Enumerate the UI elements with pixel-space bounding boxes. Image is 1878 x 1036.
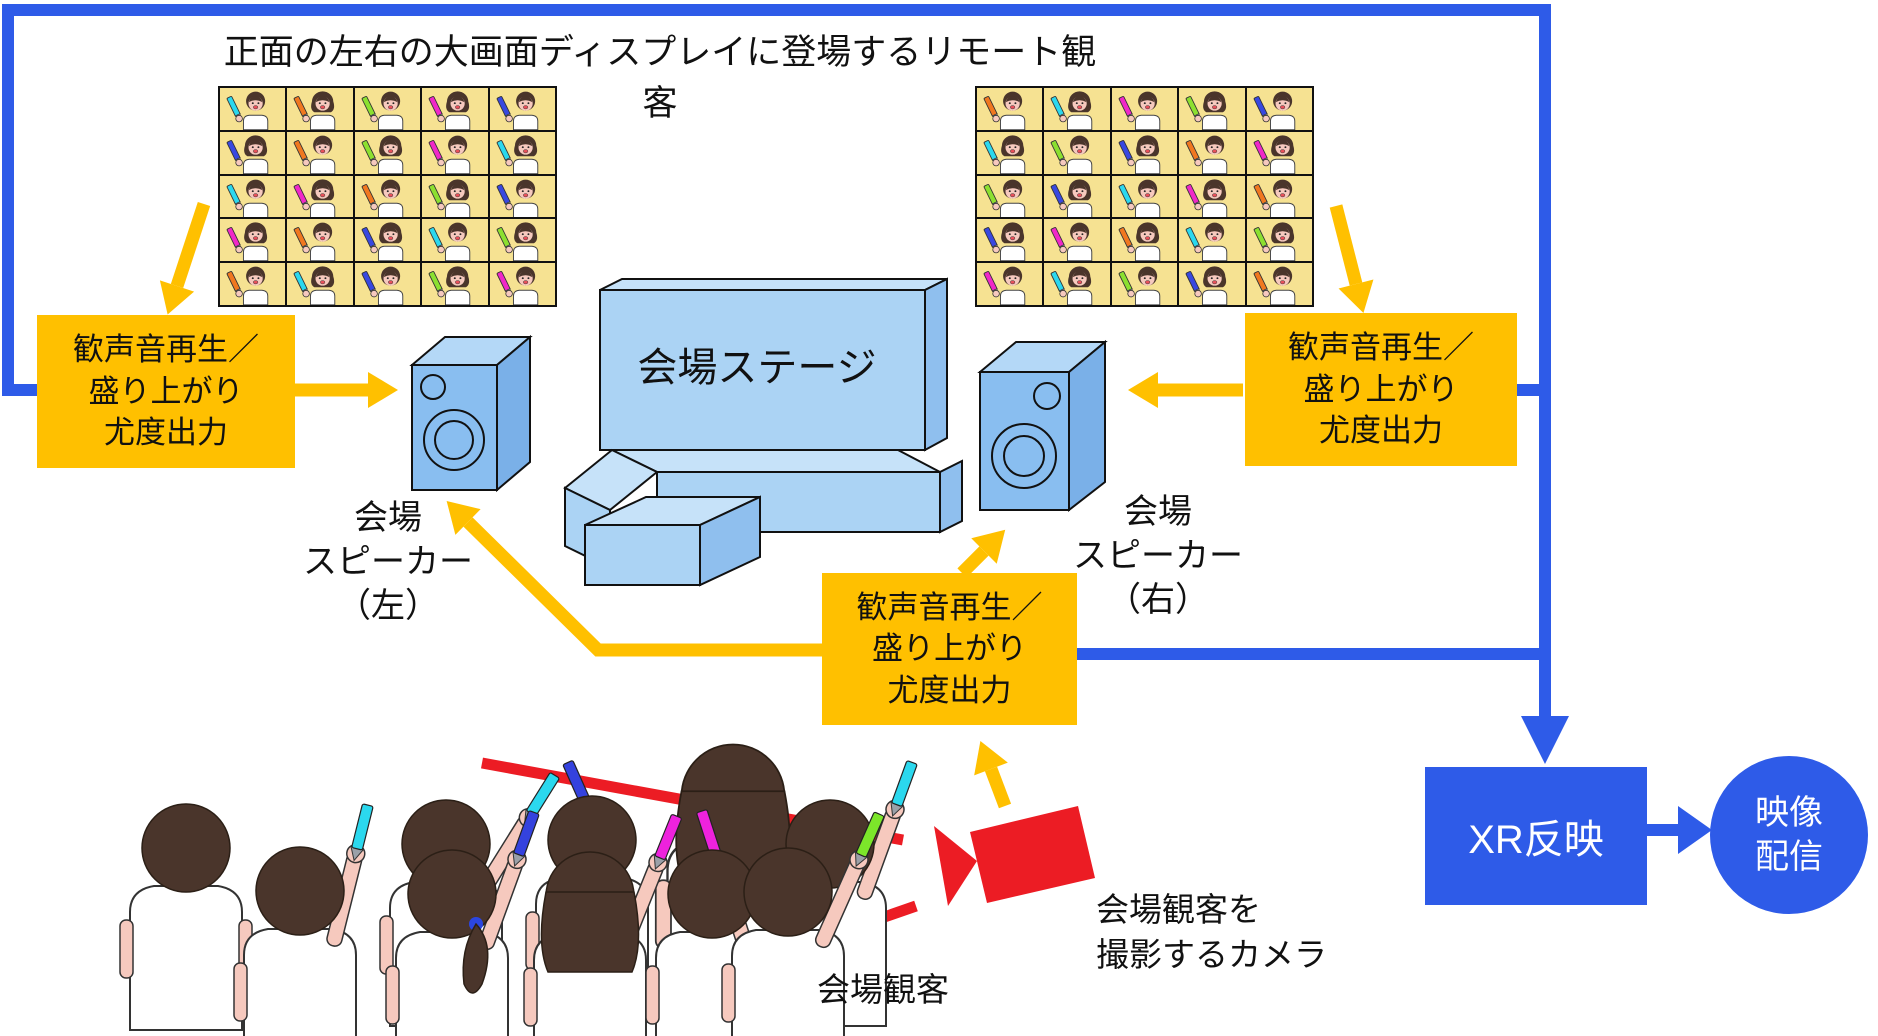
cheer-box-line: 盛り上がり (872, 631, 1027, 667)
remote-viewer-cell (977, 219, 1043, 262)
remote-viewer-cell (220, 175, 286, 218)
crowd-person (385, 810, 540, 1036)
remote-viewer-cell (220, 88, 286, 130)
cheer-box-line: 尤度出力 (104, 415, 228, 451)
remote-viewer-cell (489, 175, 555, 218)
remote-viewer-cell (354, 131, 421, 174)
remote-viewer-cell (422, 131, 488, 174)
remote-viewer-cell (489, 88, 555, 130)
camera-label: 会場観客を 撮影するカメラ (1096, 891, 1327, 973)
crowd-person (721, 811, 885, 1036)
crowd-person (523, 814, 682, 1036)
remote-viewer-cell (220, 131, 286, 174)
speaker-left-label: 会場 スピーカー （左） (303, 499, 473, 626)
remote-viewer-cell (422, 219, 488, 262)
remote-viewer-cell (1179, 263, 1245, 305)
stage-label: 会場ステージ (637, 346, 877, 390)
remote-viewer-cell (1179, 175, 1245, 218)
crowd-person (233, 803, 374, 1036)
remote-viewer-cell (1246, 88, 1312, 130)
cheer-box-line: 尤度出力 (1319, 413, 1443, 449)
cheer-output-box-left: 歓声音再生／ 盛り上がり 尤度出力 (37, 315, 295, 468)
speaker-right (977, 339, 1108, 513)
cheer-box-line: 尤度出力 (887, 672, 1012, 708)
remote-viewer-cell (977, 88, 1043, 130)
remote-viewer-cell (977, 175, 1043, 218)
remote-grid-left (218, 86, 557, 307)
remote-viewer-cell (1111, 175, 1178, 218)
remote-viewer-cell (354, 88, 421, 130)
arrow-mid-box-to-right-speaker (957, 529, 1006, 578)
remote-viewer-cell (1044, 175, 1110, 218)
cheer-box-line: 盛り上がり (1303, 371, 1459, 407)
speaker-left (409, 334, 533, 493)
crowd-person (119, 803, 253, 1031)
remote-viewer-cell (1179, 88, 1245, 130)
xr-reflection-box: XR反映 (1425, 767, 1647, 905)
remote-viewer-cell (422, 263, 488, 305)
xr-label: XR反映 (1468, 818, 1604, 862)
remote-viewer-cell (287, 88, 353, 130)
remote-viewer-cell (489, 219, 555, 262)
blue-connector-frame (2, 4, 1712, 854)
remote-viewer-cell (1246, 131, 1312, 174)
remote-grid-right (975, 86, 1314, 307)
cheer-output-box-right: 歓声音再生／ 盛り上がり 尤度出力 (1245, 313, 1517, 466)
cheer-box-line: 歓声音再生／ (1288, 330, 1474, 366)
video-distribution-circle: 映像 配信 (1710, 756, 1868, 914)
diagram-title: 正面の左右の大画面ディスプレイに登場するリモート観客 (223, 33, 1097, 123)
remote-viewer-cell (1111, 88, 1178, 130)
cheer-box-line: 歓声音再生／ (73, 332, 259, 368)
camera-lens (934, 826, 977, 906)
orange-flow-arrows (159, 201, 1374, 809)
cheer-box-line: 歓声音再生／ (856, 589, 1043, 625)
arrow-camera-to-mid-box (974, 740, 1012, 809)
remote-viewer-cell (1044, 219, 1110, 262)
remote-viewer-cell (287, 263, 353, 305)
remote-viewer-cell (287, 131, 353, 174)
blue-arrowhead-right (1678, 806, 1712, 854)
remote-viewer-cell (422, 88, 488, 130)
crowd-illustration (119, 743, 918, 1036)
remote-viewer-cell (1246, 263, 1312, 305)
remote-viewer-cell (1246, 175, 1312, 218)
remote-viewer-cell (489, 131, 555, 174)
cheer-output-box-middle: 歓声音再生／ 盛り上がり 尤度出力 (822, 573, 1077, 725)
remote-viewer-cell (1044, 88, 1110, 130)
remote-viewer-cell (1179, 219, 1245, 262)
remote-viewer-cell (287, 219, 353, 262)
blue-arrowhead-down (1521, 716, 1569, 764)
arrow-grid-left-to-box (159, 201, 211, 315)
remote-viewer-cell (1179, 131, 1245, 174)
arrow-grid-right-to-box (1329, 204, 1374, 314)
stage-3d (563, 277, 963, 587)
remote-viewer-cell (354, 263, 421, 305)
audience-label: 会場観客 (817, 971, 949, 1008)
remote-viewer-cell (1044, 131, 1110, 174)
remote-viewer-cell (422, 175, 488, 218)
cheer-box-line: 盛り上がり (88, 373, 244, 409)
remote-viewer-cell (977, 263, 1043, 305)
remote-viewer-cell (1044, 263, 1110, 305)
remote-viewer-cell (220, 263, 286, 305)
remote-viewer-cell (287, 175, 353, 218)
remote-viewer-cell (354, 175, 421, 218)
remote-viewer-cell (1111, 131, 1178, 174)
remote-viewer-cell (1111, 263, 1178, 305)
remote-viewer-cell (1246, 219, 1312, 262)
remote-viewer-cell (220, 219, 286, 262)
remote-viewer-cell (1111, 219, 1178, 262)
speaker-right-label: 会場 スピーカー （右） (1073, 493, 1243, 620)
remote-viewer-cell (354, 219, 421, 262)
camera-body (970, 806, 1095, 903)
arrow-mid-box-to-left-speaker (446, 500, 822, 657)
remote-viewer-cell (489, 263, 555, 305)
remote-viewer-cell (977, 131, 1043, 174)
